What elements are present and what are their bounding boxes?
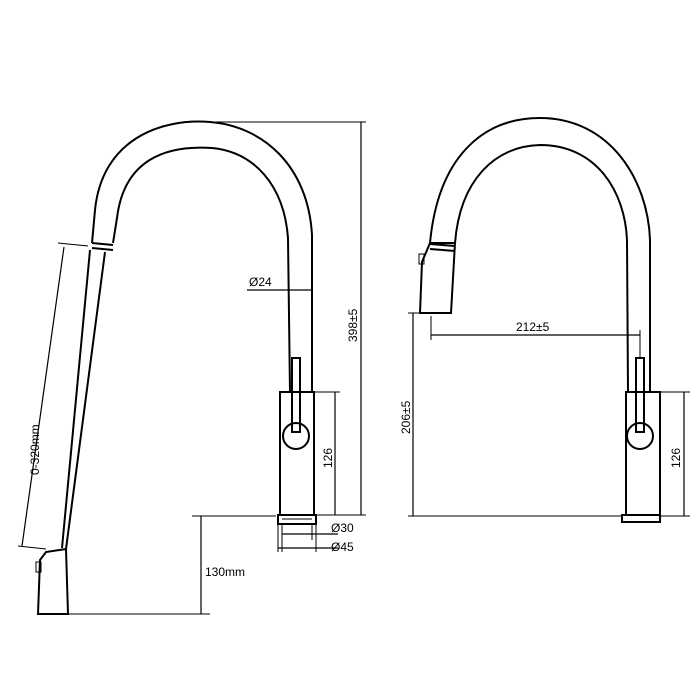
right-lever — [635, 357, 645, 433]
left-body — [279, 391, 315, 516]
left-base — [277, 514, 317, 525]
dim-outlet-height — [408, 312, 622, 517]
label-base-diameter-inner: Ø30 — [331, 521, 354, 535]
left-faucet-view: 0-320mm Ø24 398±5 126 Ø30 — [17, 120, 366, 615]
label-total-height: 398±5 — [346, 308, 360, 342]
label-spout-diameter: Ø24 — [249, 275, 272, 289]
right-lever-knob — [626, 422, 654, 450]
dim-body-height-right — [660, 391, 690, 517]
left-spray-button — [35, 561, 42, 573]
label-base-diameter-outer: Ø45 — [331, 540, 354, 554]
dim-base-diameters — [277, 524, 338, 552]
right-base — [621, 514, 661, 523]
left-gooseneck-outer — [91, 120, 313, 392]
label-reach: 212±5 — [516, 320, 550, 334]
label-pulldown-clearance: 130mm — [205, 565, 245, 579]
left-gooseneck-inner — [112, 146, 291, 393]
label-body-height-left: 126 — [321, 448, 335, 468]
label-hose-range: 0-320mm — [28, 424, 42, 475]
dim-pulldown-clearance — [68, 515, 276, 615]
right-gooseneck-outer — [429, 116, 651, 392]
dim-hose-range — [17, 242, 89, 550]
right-gooseneck-inner — [454, 143, 629, 393]
label-outlet-height: 206±5 — [399, 400, 413, 434]
right-spray-head — [418, 242, 457, 314]
left-hose — [61, 249, 106, 550]
dim-total-height — [212, 121, 366, 516]
right-spray-button — [418, 253, 425, 265]
left-lever — [291, 357, 301, 433]
left-spout-ring — [91, 242, 114, 251]
right-spray-ring — [429, 243, 456, 252]
right-faucet-view: 212±5 206±5 126 — [399, 116, 690, 523]
label-body-height-right: 126 — [669, 448, 683, 468]
dim-spout-diameter — [247, 284, 313, 296]
dim-reach — [430, 316, 641, 358]
left-spray-head — [36, 547, 70, 615]
dim-body-height-left — [314, 391, 340, 515]
left-lever-knob — [282, 422, 310, 450]
